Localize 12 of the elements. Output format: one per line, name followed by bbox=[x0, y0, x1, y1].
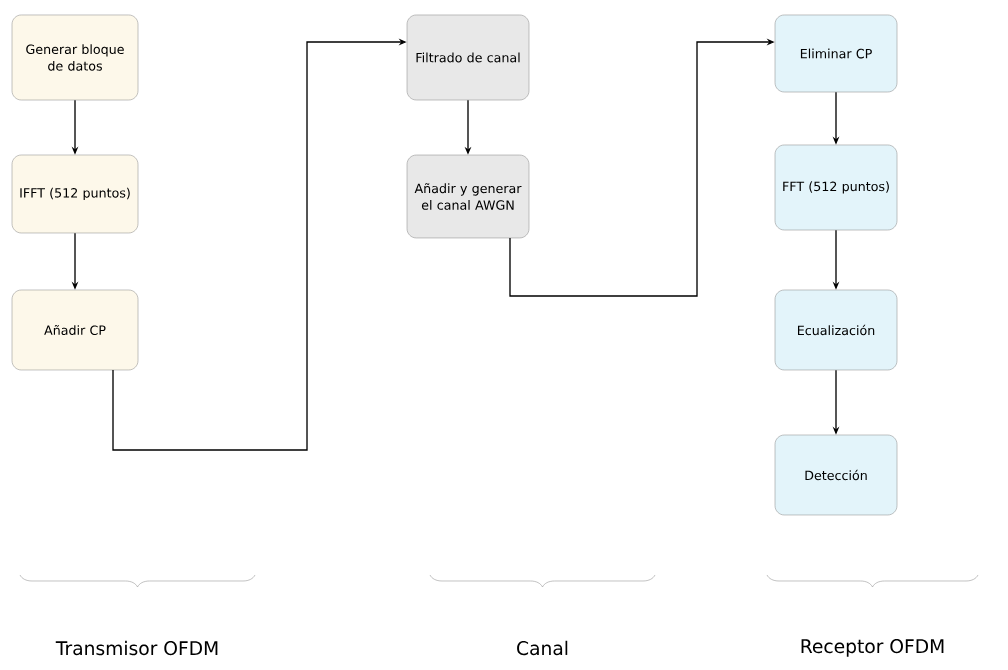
process-box: Añadir y generar el canal AWGN bbox=[406, 154, 530, 239]
process-box: Detección bbox=[774, 434, 898, 516]
group-label: Receptor OFDM bbox=[801, 639, 944, 657]
process-box: FFT (512 puntos) bbox=[774, 144, 898, 231]
process-box: Añadir CP bbox=[11, 289, 139, 371]
process-box: Generar bloque de datos bbox=[11, 14, 139, 101]
process-box: Ecualización bbox=[774, 289, 898, 371]
process-box: IFFT (512 puntos) bbox=[11, 154, 139, 234]
group-label: Canal bbox=[517, 640, 568, 656]
group-label: Transmisor OFDM bbox=[55, 640, 218, 656]
process-box: Eliminar CP bbox=[774, 14, 898, 93]
process-box: Filtrado de canal bbox=[406, 14, 530, 101]
